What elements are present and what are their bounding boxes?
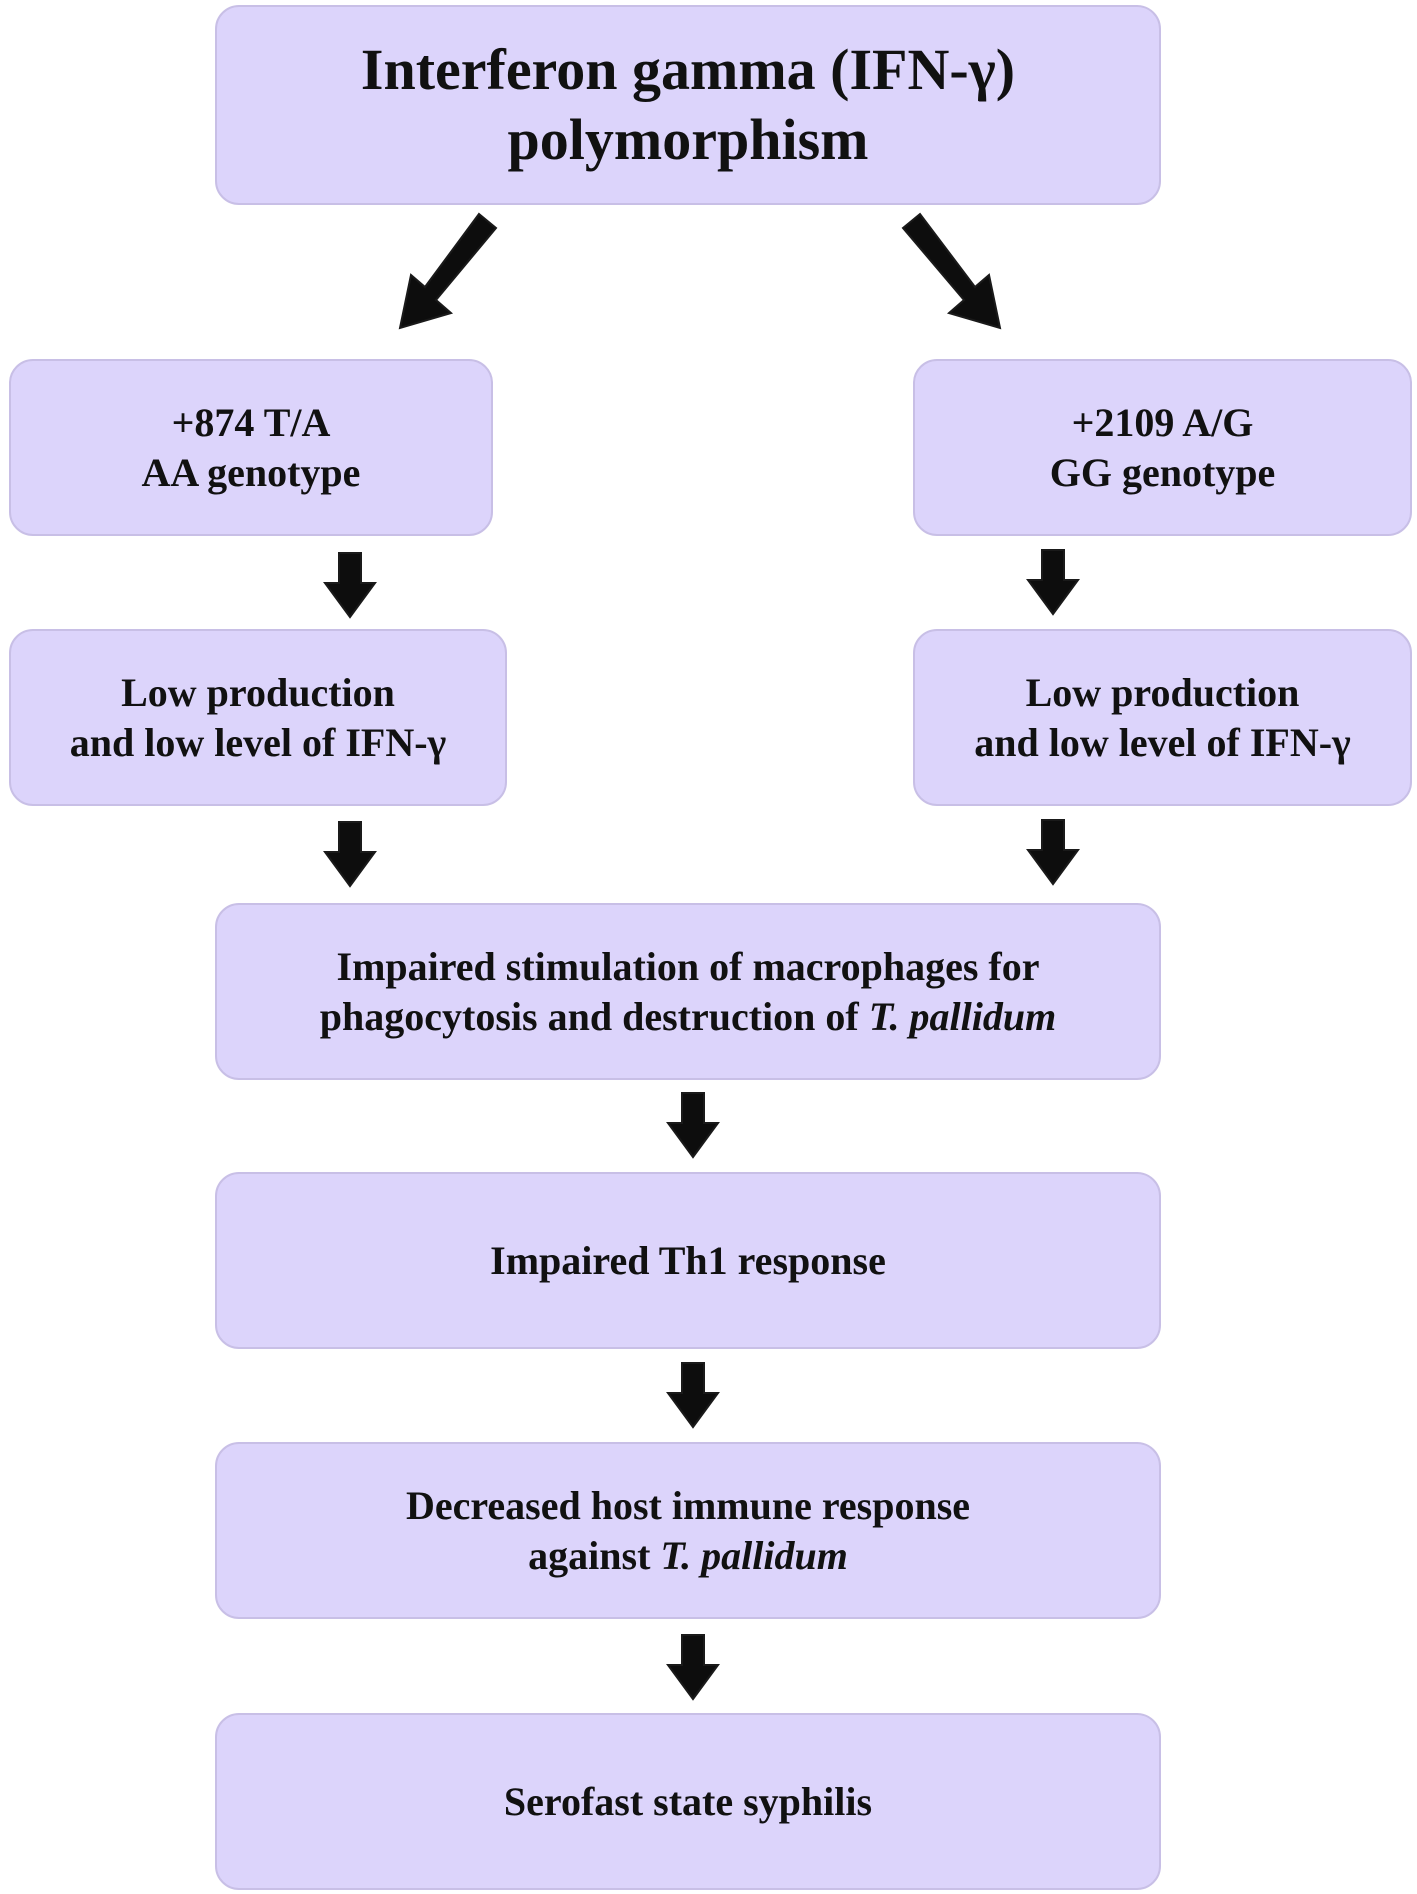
arrow-top-to-left xyxy=(398,212,498,330)
node-left-production-line2: and low level of IFN-γ xyxy=(69,719,447,765)
node-left-genotype-line1: +874 T/A xyxy=(171,399,331,445)
node-right-genotype-line2: GG genotype xyxy=(1049,449,1276,495)
node-th1-line1: Impaired Th1 response xyxy=(490,1237,886,1283)
node-left-production: Low production and low level of IFN-γ xyxy=(9,629,507,806)
node-top-line2: polymorphism xyxy=(507,107,869,172)
arrow-right-production-to-macrophages xyxy=(1026,819,1080,886)
node-macrophages-line2: phagocytosis and destruction of T. palli… xyxy=(320,992,1056,1042)
node-macrophages-line2-species: T. pallidum xyxy=(868,993,1057,1039)
node-right-production-line2: and low level of IFN-γ xyxy=(974,719,1351,765)
node-left-genotype: +874 T/A AA genotype xyxy=(9,359,493,536)
node-right-production-line1: Low production xyxy=(1025,669,1300,715)
node-impaired-macrophage-stimulation: Impaired stimulation of macrophages for … xyxy=(215,903,1161,1080)
node-immune-line2: against T. pallidum xyxy=(528,1531,848,1581)
node-right-genotype: +2109 A/G GG genotype xyxy=(913,359,1412,536)
node-macrophages-line2-prefix: phagocytosis and destruction of xyxy=(319,993,869,1039)
arrow-macrophages-to-th1 xyxy=(666,1092,720,1159)
node-serofast-line1: Serofast state syphilis xyxy=(503,1778,873,1824)
node-immune-line2-species: T. pallidum xyxy=(660,1532,848,1578)
node-ifn-gamma-polymorphism: Interferon gamma (IFN-γ) polymorphism xyxy=(215,5,1161,205)
node-left-genotype-line2: AA genotype xyxy=(141,449,361,495)
node-immune-line1: Decreased host immune response xyxy=(405,1482,971,1528)
node-immune-line2-prefix: against xyxy=(528,1532,661,1578)
arrow-right-genotype-to-production xyxy=(1026,549,1080,616)
node-decreased-immune-response: Decreased host immune response against T… xyxy=(215,1442,1161,1619)
node-top-line1: Interferon gamma (IFN-γ) xyxy=(360,37,1016,103)
node-right-genotype-line1: +2109 A/G xyxy=(1071,399,1254,445)
node-right-production: Low production and low level of IFN-γ xyxy=(913,629,1412,806)
arrow-immune-to-serofast xyxy=(666,1634,720,1701)
arrow-left-genotype-to-production xyxy=(323,552,377,619)
node-macrophages-line1: Impaired stimulation of macrophages for xyxy=(336,943,1040,989)
arrow-left-production-to-macrophages xyxy=(323,821,377,888)
arrow-th1-to-immune xyxy=(666,1362,720,1429)
node-impaired-th1-response: Impaired Th1 response xyxy=(215,1172,1161,1349)
arrow-top-to-right xyxy=(901,212,1002,330)
node-serofast-state-syphilis: Serofast state syphilis xyxy=(215,1713,1161,1890)
node-left-production-line1: Low production xyxy=(121,669,395,715)
